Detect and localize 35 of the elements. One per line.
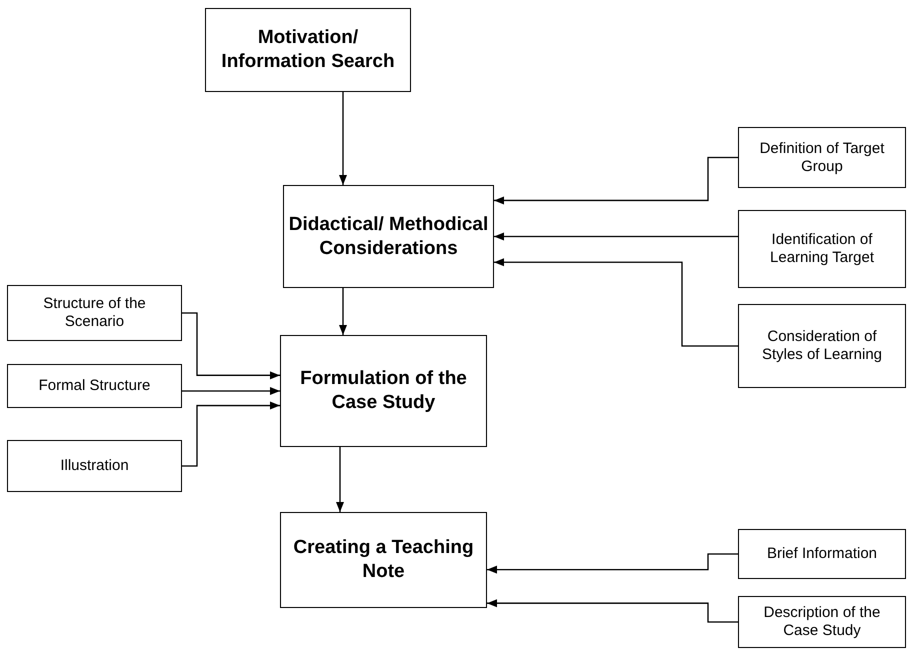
arrow (494, 232, 738, 240)
arrow (487, 553, 738, 574)
box-label: Illustration (60, 457, 129, 475)
arrow (182, 312, 280, 380)
input-box (738, 529, 906, 579)
arrow (487, 599, 738, 623)
box-label: Formulation of the Case Study (299, 367, 468, 415)
arrow (494, 258, 738, 347)
process-box (280, 335, 487, 447)
input-box (738, 304, 906, 388)
box-label: Brief Information (766, 545, 878, 563)
box-label: Creating a Teaching Note (292, 536, 475, 584)
arrow (339, 288, 347, 335)
box-label: Description of the Case Study (762, 604, 882, 640)
box-label: Formal Structure (38, 377, 150, 395)
box-label: Didactical/ Methodical Considerations (288, 212, 490, 260)
arrow (182, 387, 280, 395)
input-box (7, 440, 182, 492)
box-label: Structure of the Scenario (42, 295, 147, 331)
input-box (738, 596, 906, 648)
box-label: Consideration of Styles of Learning (760, 328, 884, 364)
input-box (7, 285, 182, 341)
input-box (738, 210, 906, 288)
process-box (280, 512, 487, 608)
box-label: Motivation/ Information Search (220, 26, 396, 74)
input-box (738, 127, 906, 188)
process-box (283, 185, 494, 288)
box-label: Identification of Learning Target (769, 231, 875, 267)
arrow (339, 92, 347, 185)
arrow (336, 447, 344, 512)
process-box (205, 8, 411, 92)
input-box (7, 364, 182, 408)
box-label: Definition of Target Group (758, 140, 886, 176)
arrow (494, 156, 738, 204)
arrow (182, 402, 280, 467)
